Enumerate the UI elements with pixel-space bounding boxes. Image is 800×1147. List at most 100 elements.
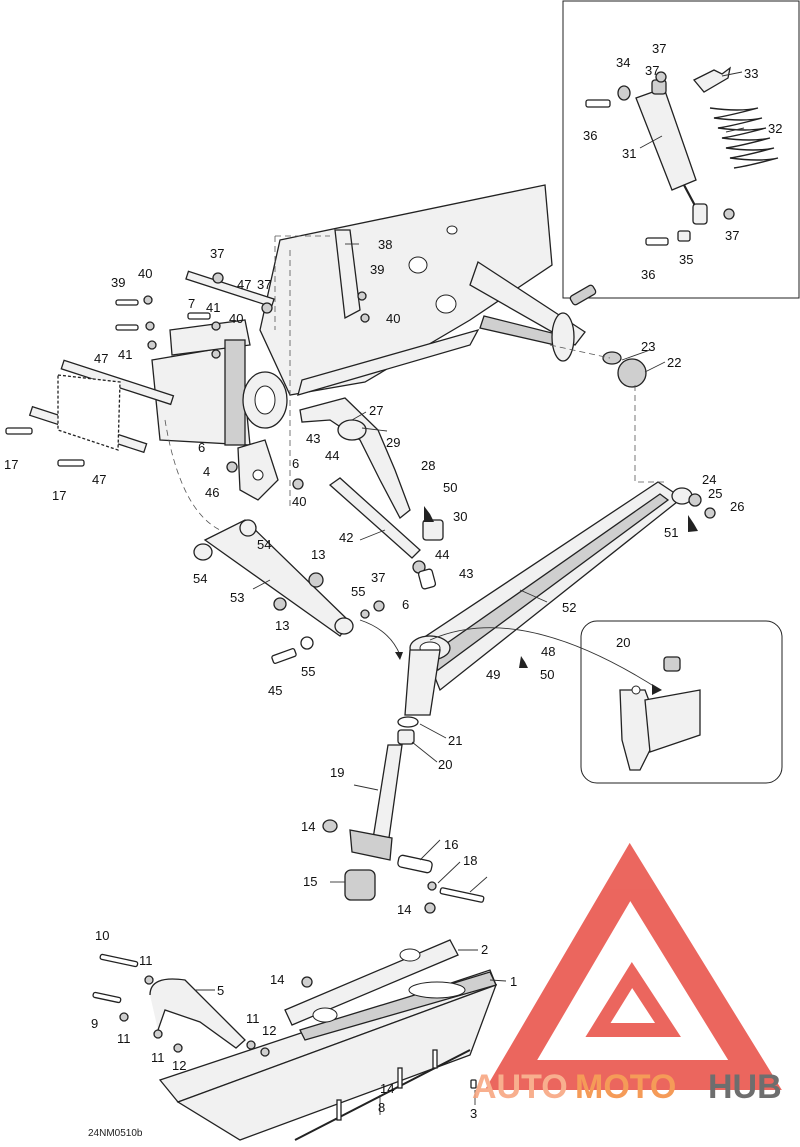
frame-body <box>259 184 597 396</box>
callout-49: 49 <box>486 667 500 682</box>
spring-stopper <box>692 66 731 93</box>
callout-14-c: 14 <box>270 972 284 987</box>
callout-23: 23 <box>641 339 655 354</box>
callout-55-a: 55 <box>351 584 365 599</box>
callout-47-c: 47 <box>92 472 106 487</box>
callout-40-a: 40 <box>138 266 152 281</box>
callout-29: 29 <box>386 435 400 450</box>
callout-48: 48 <box>541 644 555 659</box>
callout-1: 1 <box>510 974 517 989</box>
callout-38: 38 <box>378 237 392 252</box>
automotohub-logo: AUTO MOTO HUB <box>472 842 782 1106</box>
callout-11-c: 11 <box>151 1050 165 1065</box>
leader-lines <box>195 71 745 1115</box>
callout-6-c: 6 <box>402 597 409 612</box>
callout-51: 51 <box>664 525 678 540</box>
callout-34: 34 <box>616 55 630 70</box>
spindle <box>322 716 485 903</box>
ski-stopper <box>344 869 376 901</box>
callout-19: 19 <box>330 765 344 780</box>
ski-hardware <box>92 902 477 1089</box>
ski <box>158 939 498 1141</box>
callout-15: 15 <box>303 874 317 889</box>
callout-26: 26 <box>730 499 744 514</box>
callout-37-e: 37 <box>371 570 385 585</box>
callout-12-b: 12 <box>172 1058 186 1073</box>
callout-28: 28 <box>421 458 435 473</box>
callout-47-b: 47 <box>94 351 108 366</box>
callout-6-a: 6 <box>198 440 205 455</box>
callout-6-b: 6 <box>292 456 299 471</box>
callout-43-a: 43 <box>306 431 320 446</box>
callout-12-a: 12 <box>262 1023 276 1038</box>
callout-30: 30 <box>453 509 467 524</box>
callout-35: 35 <box>679 252 693 267</box>
callout-47-a: 47 <box>237 277 251 292</box>
callout-14-b: 14 <box>397 902 411 917</box>
callout-17-a: 17 <box>4 457 18 472</box>
callout-36-a: 36 <box>583 128 597 143</box>
spindle-detail-frame <box>580 620 783 784</box>
callout-3: 3 <box>470 1106 477 1121</box>
callout-37-a: 37 <box>652 41 666 56</box>
callout-5: 5 <box>217 983 224 998</box>
callout-16: 16 <box>444 837 458 852</box>
callout-42: 42 <box>339 530 353 545</box>
callout-41-b: 41 <box>118 347 132 362</box>
callout-39-b: 39 <box>370 262 384 277</box>
steering-rods <box>299 397 444 590</box>
fasteners-left <box>5 272 304 490</box>
shock-inset-frame <box>562 0 800 299</box>
callout-36-b: 36 <box>641 267 655 282</box>
callout-40-c: 40 <box>292 494 306 509</box>
logo-auto-text: AUTO <box>472 1068 568 1106</box>
shock-hardware <box>585 71 735 246</box>
callout-7: 7 <box>188 296 195 311</box>
logo-moto-text: MOTO <box>575 1068 676 1106</box>
callout-37-d: 37 <box>257 277 271 292</box>
logo-triangle-inner <box>585 961 681 1037</box>
shock-absorber <box>635 75 708 225</box>
callout-32: 32 <box>768 121 782 136</box>
callout-8: 8 <box>378 1100 385 1115</box>
callout-39-a: 39 <box>111 275 125 290</box>
callout-14-d: 14 <box>380 1081 394 1096</box>
reference-lines <box>164 235 665 695</box>
callout-33: 33 <box>744 66 758 81</box>
callout-2: 2 <box>481 942 488 957</box>
logo-triangle <box>484 842 782 1090</box>
callout-40-b: 40 <box>386 311 400 326</box>
callout-50-a: 50 <box>443 480 457 495</box>
ski-handle <box>149 978 246 1049</box>
callout-52: 52 <box>562 600 576 615</box>
callout-9: 9 <box>91 1016 98 1031</box>
callout-13-a: 13 <box>311 547 325 562</box>
drawing-code: 24NM0510b <box>88 1128 143 1139</box>
callout-21: 21 <box>448 733 462 748</box>
callout-31: 31 <box>622 146 636 161</box>
callout-17-b: 17 <box>52 488 66 503</box>
callout-18: 18 <box>463 853 477 868</box>
callout-11-d: 11 <box>246 1011 260 1026</box>
trailing-arm <box>404 351 716 716</box>
spindle-detail <box>619 656 701 771</box>
callout-10: 10 <box>95 928 109 943</box>
logo-hub-text: HUB <box>708 1068 782 1106</box>
callout-37-c: 37 <box>210 246 224 261</box>
callout-20-b: 20 <box>616 635 630 650</box>
callout-50-b: 50 <box>540 667 554 682</box>
callout-4: 4 <box>203 464 210 479</box>
suspension-housing <box>151 319 288 501</box>
lower-arm <box>193 519 385 664</box>
callout-25: 25 <box>708 486 722 501</box>
callout-37-f: 37 <box>645 63 659 78</box>
carbide-runners <box>294 1049 471 1141</box>
link-plates <box>28 270 275 454</box>
coil-spring <box>709 107 779 169</box>
callout-44-b: 44 <box>435 547 449 562</box>
callout-13-b: 13 <box>275 618 289 633</box>
callout-55-b: 55 <box>301 664 315 679</box>
callout-27: 27 <box>369 403 383 418</box>
callout-41-a: 41 <box>206 300 220 315</box>
